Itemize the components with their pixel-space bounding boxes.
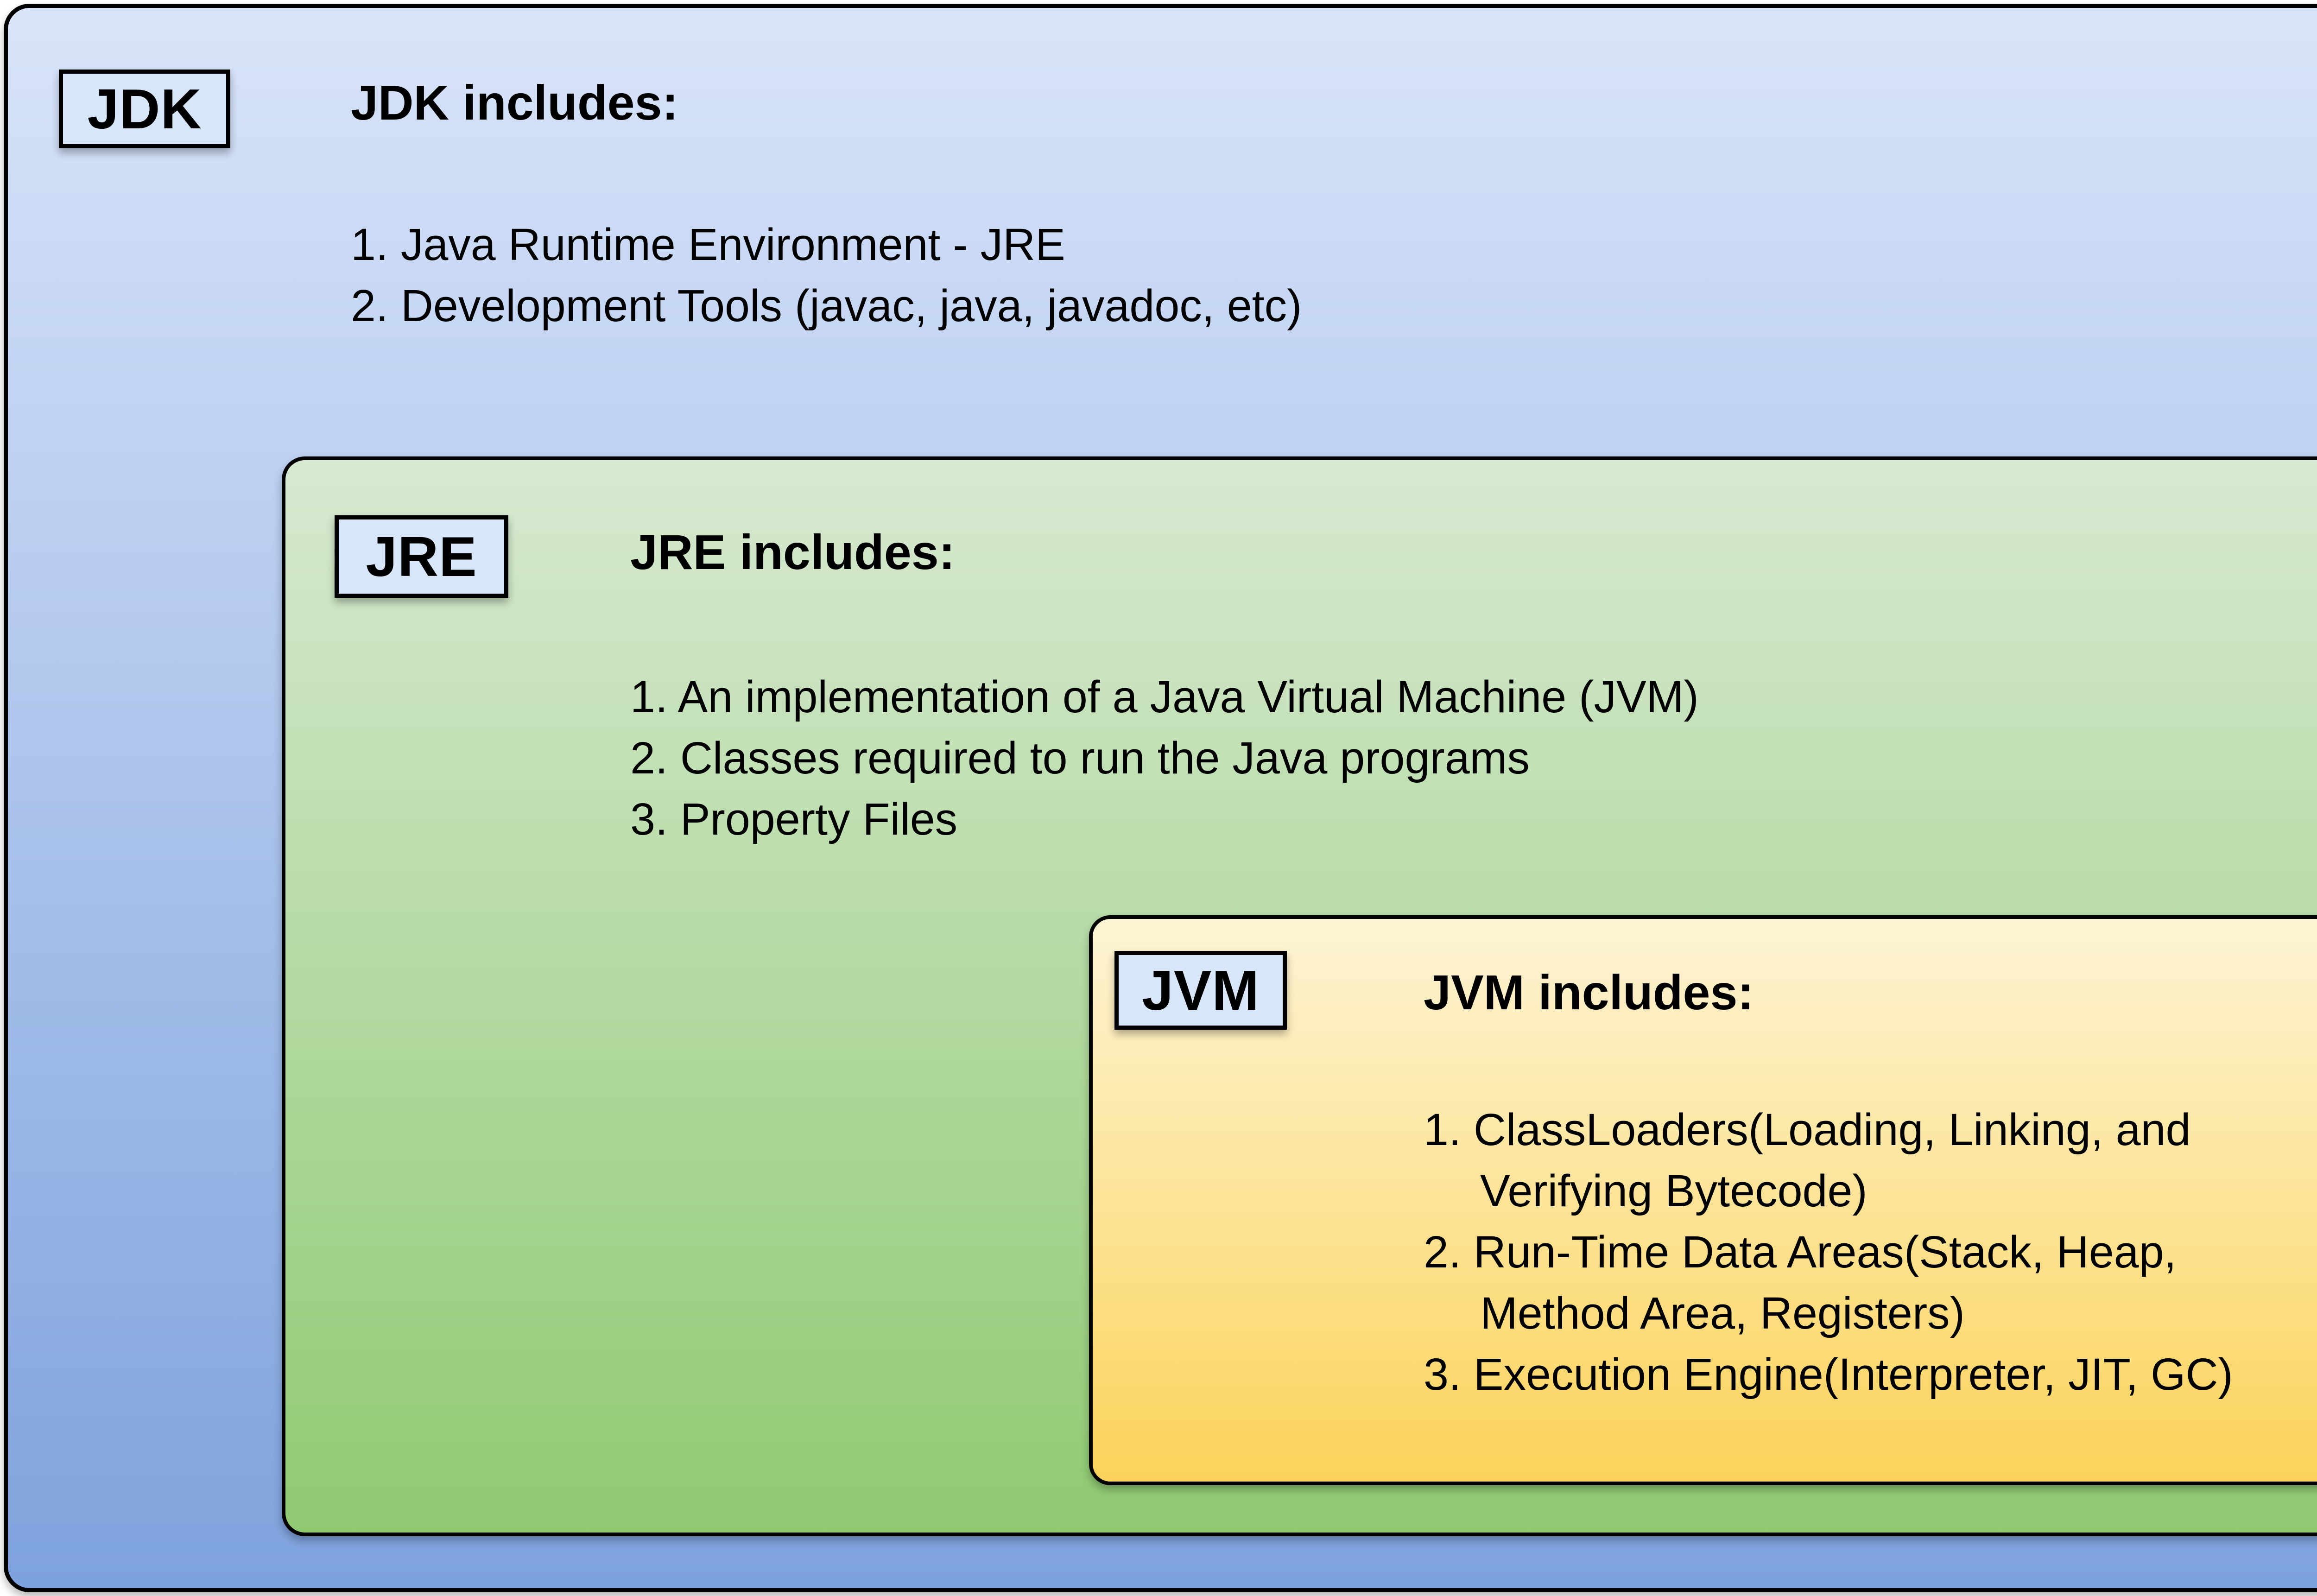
list-item: 1. ClassLoaders(Loading, Linking, and Ve… <box>1424 1104 2191 1216</box>
list-item: 1. Java Runtime Environment - JRE <box>351 219 1065 270</box>
jre-includes-list: 1. An implementation of a Java Virtual M… <box>630 666 2317 850</box>
list-item: 2. Classes required to run the Java prog… <box>630 733 1530 783</box>
jvm-label-text: JVM <box>1142 959 1260 1022</box>
jdk-label-text: JDK <box>87 77 202 140</box>
jdk-heading: JDK includes: <box>351 76 678 130</box>
list-item: 1. An implementation of a Java Virtual M… <box>630 671 1699 722</box>
jdk-label-chip: JDK <box>59 70 230 148</box>
jdk-includes-list: 1. Java Runtime Environment - JRE 2. Dev… <box>351 214 2158 336</box>
jvm-heading: JVM includes: <box>1424 965 1754 1020</box>
list-item: 2. Run-Time Data Areas(Stack, Heap, Meth… <box>1424 1227 2177 1338</box>
jvm-includes-list: 1. ClassLoaders(Loading, Linking, and Ve… <box>1424 1099 2317 1405</box>
jvm-label-chip: JVM <box>1114 951 1287 1030</box>
jre-label-chip: JRE <box>335 515 508 598</box>
list-item: 3. Execution Engine(Interpreter, JIT, GC… <box>1424 1349 2233 1400</box>
list-item: 3. Property Files <box>630 794 958 844</box>
list-item: 2. Development Tools (javac, java, javad… <box>351 280 1302 331</box>
jre-heading: JRE includes: <box>630 525 955 580</box>
jvm-container-box <box>1089 915 2317 1485</box>
jre-label-text: JRE <box>366 525 477 588</box>
